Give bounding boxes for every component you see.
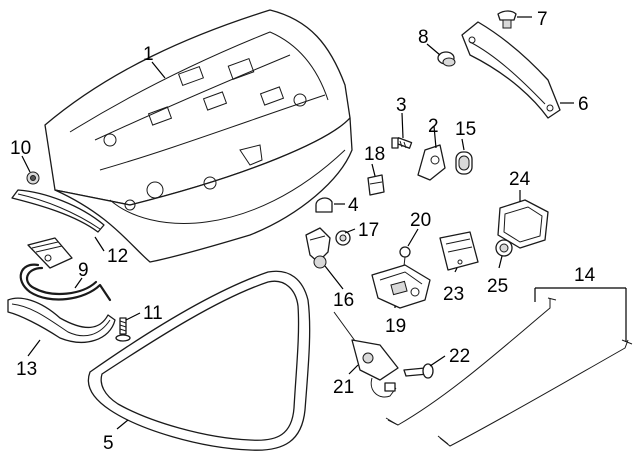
callout-7: 7 [537, 9, 548, 30]
part-11-bolt [115, 317, 131, 342]
callout-9: 9 [78, 260, 89, 281]
callout-19: 19 [385, 316, 406, 337]
part-9-hinge [19, 237, 112, 302]
part-14-cables [385, 297, 633, 447]
callout-25: 25 [487, 276, 508, 297]
part-23-module [439, 231, 479, 271]
part-21-lift-support [333, 311, 399, 398]
callout-5: 5 [103, 433, 114, 454]
part-7-push-pin [497, 10, 517, 29]
callout-15: 15 [455, 119, 476, 140]
part-4-bumper [315, 197, 333, 213]
callout-22: 22 [449, 346, 470, 367]
part-17-nut [335, 230, 351, 246]
part-24-cover [497, 199, 549, 249]
callout-10: 10 [10, 138, 31, 159]
callout-12: 12 [107, 246, 128, 267]
callout-13: 13 [16, 359, 37, 380]
callout-11: 11 [143, 303, 163, 324]
callout-17: 17 [358, 220, 379, 241]
part-25-grommet [495, 239, 513, 257]
callouts: 1 2 3 4 5 6 7 8 9 10 11 12 13 14 15 16 1… [10, 9, 596, 454]
callout-1: 1 [143, 44, 154, 65]
part-2-striker [417, 144, 446, 181]
part-18-clip [367, 174, 385, 196]
leader-lines [21, 16, 627, 430]
part-22-fastener [403, 363, 434, 379]
part-8-grommet [437, 51, 456, 67]
callout-20: 20 [410, 210, 431, 231]
callout-8: 8 [418, 27, 429, 48]
part-19-latch [371, 264, 431, 309]
callout-24: 24 [509, 169, 531, 190]
part-12-trim-strip [11, 189, 105, 233]
callout-14: 14 [574, 265, 596, 286]
part-3-bolt [391, 137, 413, 149]
callout-2: 2 [428, 116, 439, 137]
part-16-camera [305, 227, 331, 269]
part-1-trunk-lid [44, 9, 353, 263]
part-20-screw [399, 246, 411, 267]
part-10-clip [26, 171, 40, 185]
part-13-lower-trim [7, 297, 116, 343]
part-5-weatherstrip [87, 270, 311, 451]
callout-4: 4 [348, 195, 359, 216]
callout-23: 23 [443, 284, 464, 305]
callout-3: 3 [396, 95, 407, 116]
part-6-bracket [461, 21, 561, 119]
callout-18: 18 [364, 144, 385, 165]
callout-16: 16 [333, 290, 354, 311]
callout-21: 21 [333, 377, 354, 398]
callout-6: 6 [578, 94, 589, 115]
part-15-plug [455, 151, 473, 175]
